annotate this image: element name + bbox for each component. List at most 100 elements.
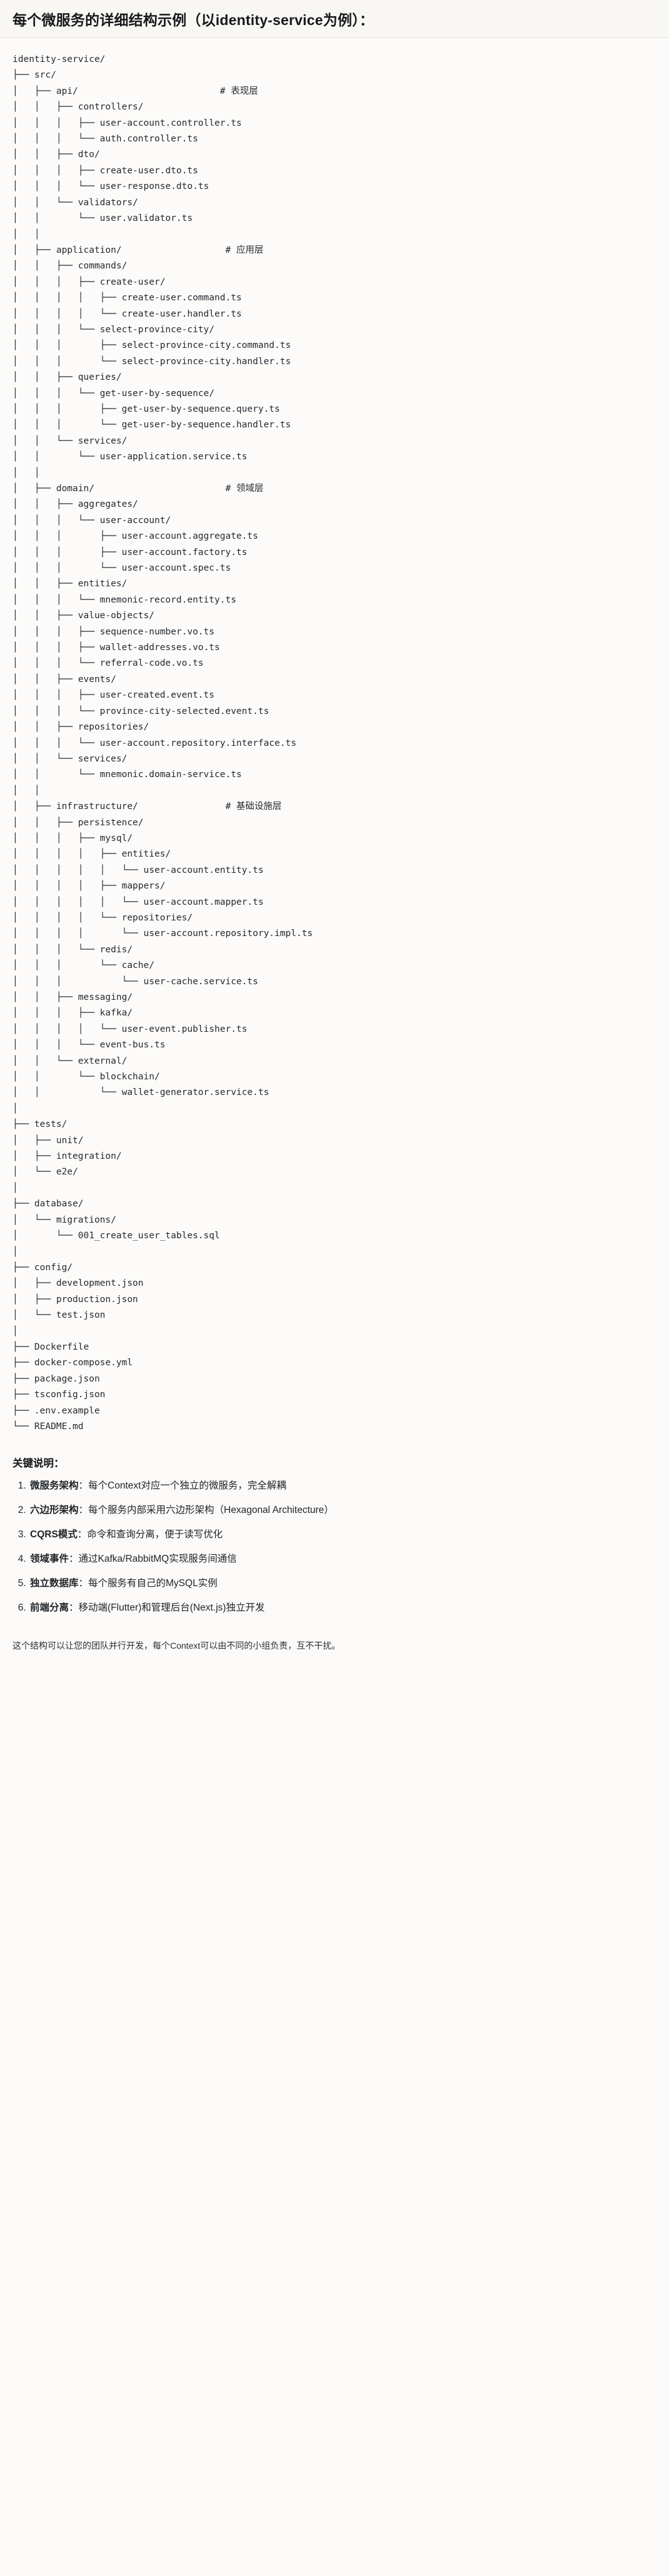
tree-line: │ ├── development.json xyxy=(13,1278,144,1289)
tree-line: │ ├── unit/ xyxy=(13,1135,84,1146)
tree-line: │ │ └── external/ xyxy=(13,1056,128,1066)
key-point-desc: ：每个服务有自己的MySQL实例 xyxy=(78,1578,218,1589)
tree-line: │ │ xyxy=(13,785,40,796)
tree-line: │ │ │ ├── select-province-city.command.t… xyxy=(13,340,291,351)
tree-line: │ ├── integration/ xyxy=(13,1151,122,1162)
tree-line: │ │ └── user.validator.ts xyxy=(13,213,193,224)
key-points-section: 关键说明： 微服务架构：每个Context对应一个独立的微服务，完全解耦六边形架… xyxy=(0,1446,669,1629)
tree-line: │ │ │ └── get-user-by-sequence.handler.t… xyxy=(13,420,291,430)
tree-line: identity-service/ xyxy=(13,54,106,65)
tree-line: │ │ │ ├── sequence-number.vo.ts xyxy=(13,626,215,637)
tree-line: │ │ ├── value-objects/ xyxy=(13,611,154,621)
tree-line: │ │ │ │ └── user-account.repository.impl… xyxy=(13,929,313,939)
key-point-desc: ：移动端(Flutter)和管理后台(Next.js)独立开发 xyxy=(69,1602,265,1614)
tree-line: │ xyxy=(13,1246,18,1257)
tree-line: │ │ │ ├── user-account.controller.ts xyxy=(13,118,242,128)
key-point-item: 六边形架构：每个服务内部采用六边形架构（Hexagonal Architectu… xyxy=(29,1503,656,1518)
tree-line: │ │ │ └── user-account.spec.ts xyxy=(13,563,231,574)
tree-line: │ │ │ │ └── user-event.publisher.ts xyxy=(13,1024,248,1034)
tree-line: │ │ │ └── select-province-city.handler.t… xyxy=(13,356,291,367)
tree-line: │ │ └── user-application.service.ts xyxy=(13,452,248,462)
key-point-item: CQRS模式：命令和查询分离，便于读写优化 xyxy=(29,1527,656,1542)
tree-line: ├── docker-compose.yml xyxy=(13,1358,133,1368)
tree-line: ├── config/ xyxy=(13,1262,73,1273)
tree-line: │ │ │ ├── kafka/ xyxy=(13,1008,133,1019)
tree-line: │ │ ├── commands/ xyxy=(13,261,128,272)
tree-line: │ │ │ └── select-province-city/ xyxy=(13,324,215,335)
tree-line-comment: # 表现层 xyxy=(219,86,258,96)
tree-line: ├── src/ xyxy=(13,70,56,81)
tree-line: ├── tests/ xyxy=(13,1119,68,1130)
tree-line: │ │ ├── messaging/ xyxy=(13,992,133,1003)
tree-line: │ │ └── mnemonic.domain-service.ts xyxy=(13,770,242,780)
tree-line: │ │ │ ├── get-user-by-sequence.query.ts xyxy=(13,404,280,414)
key-point-item: 前端分离：移动端(Flutter)和管理后台(Next.js)独立开发 xyxy=(29,1601,656,1616)
key-point-term: 六边形架构 xyxy=(30,1505,79,1516)
tree-line: │ │ │ │ ├── mappers/ xyxy=(13,881,166,892)
tree-line: │ ├── domain/ # 领域层 xyxy=(13,484,264,494)
key-point-term: 独立数据库 xyxy=(30,1578,79,1589)
tree-line: │ │ ├── events/ xyxy=(13,674,116,685)
tree-line: │ │ │ ├── user-account.factory.ts xyxy=(13,547,248,557)
tree-line: │ │ │ └── user-account/ xyxy=(13,515,171,526)
tree-line: │ │ ├── queries/ xyxy=(13,372,122,383)
tree-line-comment: # 基础设施层 xyxy=(225,802,282,812)
key-point-term: CQRS模式 xyxy=(30,1529,78,1540)
tree-line: │ ├── infrastructure/ # 基础设施层 xyxy=(13,802,282,812)
key-point-item: 微服务架构：每个Context对应一个独立的微服务，完全解耦 xyxy=(29,1479,656,1494)
tree-line: ├── Dockerfile xyxy=(13,1341,89,1352)
tree-line: │ │ │ │ └── repositories/ xyxy=(13,912,193,923)
tree-line: │ │ │ └── user-account.repository.interf… xyxy=(13,738,296,748)
tree-line: │ └── e2e/ xyxy=(13,1167,78,1178)
tree-line: │ │ │ ├── user-account.aggregate.ts xyxy=(13,531,258,542)
key-point-term: 前端分离 xyxy=(30,1602,69,1614)
tree-line: │ │ │ └── redis/ xyxy=(13,944,133,955)
tree-line: │ └── test.json xyxy=(13,1310,106,1321)
key-point-item: 领域事件：通过Kafka/RabbitMQ实现服务间通信 xyxy=(29,1552,656,1567)
tree-line: └── README.md xyxy=(13,1421,84,1432)
directory-tree-block: identity-service/├── src/│ ├── api/ # 表现… xyxy=(0,38,669,1447)
tree-line: │ │ │ │ ├── create-user.command.ts xyxy=(13,293,242,303)
tree-line: │ └── 001_create_user_tables.sql xyxy=(13,1231,220,1241)
key-points-list: 微服务架构：每个Context对应一个独立的微服务，完全解耦六边形架构：每个服务… xyxy=(13,1479,656,1616)
tree-line: │ │ └── wallet-generator.service.ts xyxy=(13,1087,269,1098)
tree-line: │ │ │ └── mnemonic-record.entity.ts xyxy=(13,594,236,605)
tree-line: │ │ ├── repositories/ xyxy=(13,722,149,733)
tree-line: │ │ └── validators/ xyxy=(13,197,138,208)
tree-line: │ └── migrations/ xyxy=(13,1214,116,1225)
tree-line: ├── package.json xyxy=(13,1373,100,1384)
key-point-term: 微服务架构 xyxy=(30,1480,79,1492)
tree-line: │ │ │ │ │ └── user-account.entity.ts xyxy=(13,865,264,875)
tree-line: │ │ │ └── get-user-by-sequence/ xyxy=(13,388,215,399)
tree-line: │ xyxy=(13,1326,18,1336)
key-point-desc: ：每个Context对应一个独立的微服务，完全解耦 xyxy=(78,1480,286,1492)
tree-line: │ │ ├── dto/ xyxy=(13,150,100,160)
tree-line-comment: # 领域层 xyxy=(225,484,264,494)
directory-tree: identity-service/├── src/│ ├── api/ # 表现… xyxy=(13,52,656,1435)
tree-line: │ │ xyxy=(13,229,40,240)
tree-line: │ │ └── blockchain/ xyxy=(13,1072,160,1082)
key-point-desc: ：命令和查询分离，便于读写优化 xyxy=(77,1529,223,1540)
tree-line: ├── database/ xyxy=(13,1199,84,1209)
tree-line: │ │ │ ├── mysql/ xyxy=(13,833,133,843)
tree-line: │ xyxy=(13,1103,18,1114)
tree-line: │ │ └── services/ xyxy=(13,753,128,764)
tree-line: ├── tsconfig.json xyxy=(13,1390,106,1400)
tree-line: │ │ └── services/ xyxy=(13,435,128,446)
tree-line: │ │ ├── entities/ xyxy=(13,579,128,589)
tree-line: │ │ │ │ ├── entities/ xyxy=(13,849,171,860)
key-point-item: 独立数据库：每个服务有自己的MySQL实例 xyxy=(29,1576,656,1591)
tree-line: │ │ │ │ │ └── user-account.mapper.ts xyxy=(13,897,264,907)
tree-line: │ │ │ └── province-city-selected.event.t… xyxy=(13,706,269,716)
tree-line: │ xyxy=(13,1183,18,1193)
tree-line: │ │ ├── controllers/ xyxy=(13,102,144,113)
tree-line: │ │ │ │ └── create-user.handler.ts xyxy=(13,308,242,319)
tree-line: │ │ │ └── event-bus.ts xyxy=(13,1040,166,1051)
tree-line: │ │ │ └── cache/ xyxy=(13,960,154,971)
tree-line: │ │ │ └── user-cache.service.ts xyxy=(13,976,258,987)
page-title: 每个微服务的详细结构示例（以identity-service为例）： xyxy=(0,0,669,39)
tree-line: │ │ ├── aggregates/ xyxy=(13,499,138,510)
key-point-desc: ：每个服务内部采用六边形架构（Hexagonal Architecture） xyxy=(78,1505,334,1516)
key-point-term: 领域事件 xyxy=(30,1554,69,1565)
document-page: 每个微服务的详细结构示例（以identity-service为例）： ident… xyxy=(0,0,669,1653)
